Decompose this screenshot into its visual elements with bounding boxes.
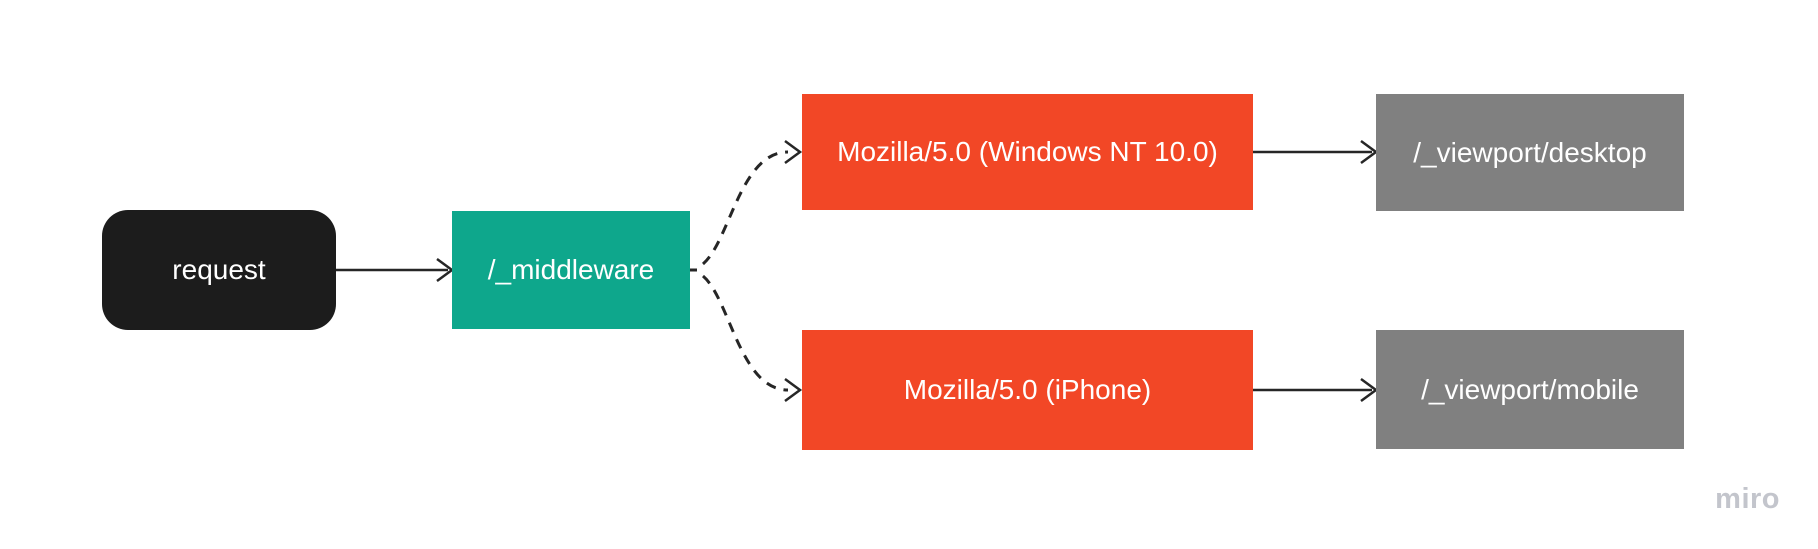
node-request-label: request (172, 254, 266, 285)
node-request[interactable]: request (102, 210, 336, 330)
node-viewport-desktop-label: /_viewport/desktop (1413, 136, 1647, 168)
edge-middleware-ua-mobile (701, 274, 803, 403)
arrowhead-icon (784, 377, 803, 403)
node-viewport-mobile-label: /_viewport/mobile (1421, 373, 1639, 405)
node-user-agent-mobile-label: Mozilla/5.0 (iPhone) (903, 374, 1152, 405)
node-user-agent-desktop[interactable]: Mozilla/5.0 (Windows NT 10.0) (802, 94, 1253, 210)
node-user-agent-mobile[interactable]: Mozilla/5.0 (iPhone) (802, 330, 1253, 450)
edge-ua-desktop-viewport-desktop (1253, 139, 1379, 165)
node-viewport-mobile[interactable]: /_viewport/mobile (1376, 330, 1684, 449)
node-viewport-desktop[interactable]: /_viewport/desktop (1376, 94, 1684, 211)
edge-middleware-ua-desktop (701, 139, 803, 266)
edge-request-middleware (336, 257, 455, 283)
node-middleware[interactable]: /_middleware (452, 211, 690, 329)
arrowhead-icon (784, 139, 803, 165)
miro-watermark[interactable]: miro (1715, 483, 1780, 515)
edge-ua-mobile-viewport-mobile (1253, 377, 1379, 403)
node-user-agent-desktop-label: Mozilla/5.0 (Windows NT 10.0) (837, 136, 1218, 167)
node-middleware-label: /_middleware (487, 254, 655, 285)
